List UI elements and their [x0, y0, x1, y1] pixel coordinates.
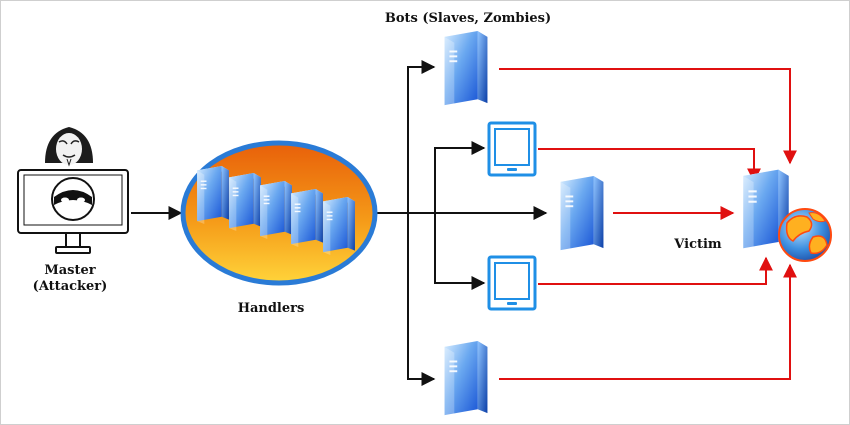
victim-label: Victim: [674, 237, 722, 252]
attack-links: [499, 68, 797, 380]
handlers-label: Handlers: [237, 301, 305, 316]
master-label: Master (Attacker): [11, 263, 129, 295]
hooded-hacker-icon: [45, 127, 93, 167]
bot-4-attack-arrow: [538, 256, 773, 285]
master-computer-icon: [17, 127, 129, 254]
bot-server-1: [444, 31, 488, 109]
handler-server-cluster-icon: [180, 140, 378, 286]
victim-server-icon: [743, 169, 832, 262]
bot-server-5: [444, 341, 488, 419]
bot-tablet-2: [487, 121, 537, 177]
bot-1-attack-arrow: [499, 68, 797, 165]
globe-icon: [778, 208, 832, 262]
bot-server-3: [560, 176, 604, 254]
bots-label: Bots (Slaves, Zombies): [384, 11, 552, 26]
command-links: [131, 60, 548, 386]
master-label-line-1: Master: [44, 263, 96, 278]
bot-tablet-4: [487, 255, 537, 311]
bot-2-attack-arrow: [538, 148, 761, 183]
master-label-line-2: (Attacker): [32, 279, 108, 294]
bot-5-attack-arrow: [499, 263, 797, 380]
